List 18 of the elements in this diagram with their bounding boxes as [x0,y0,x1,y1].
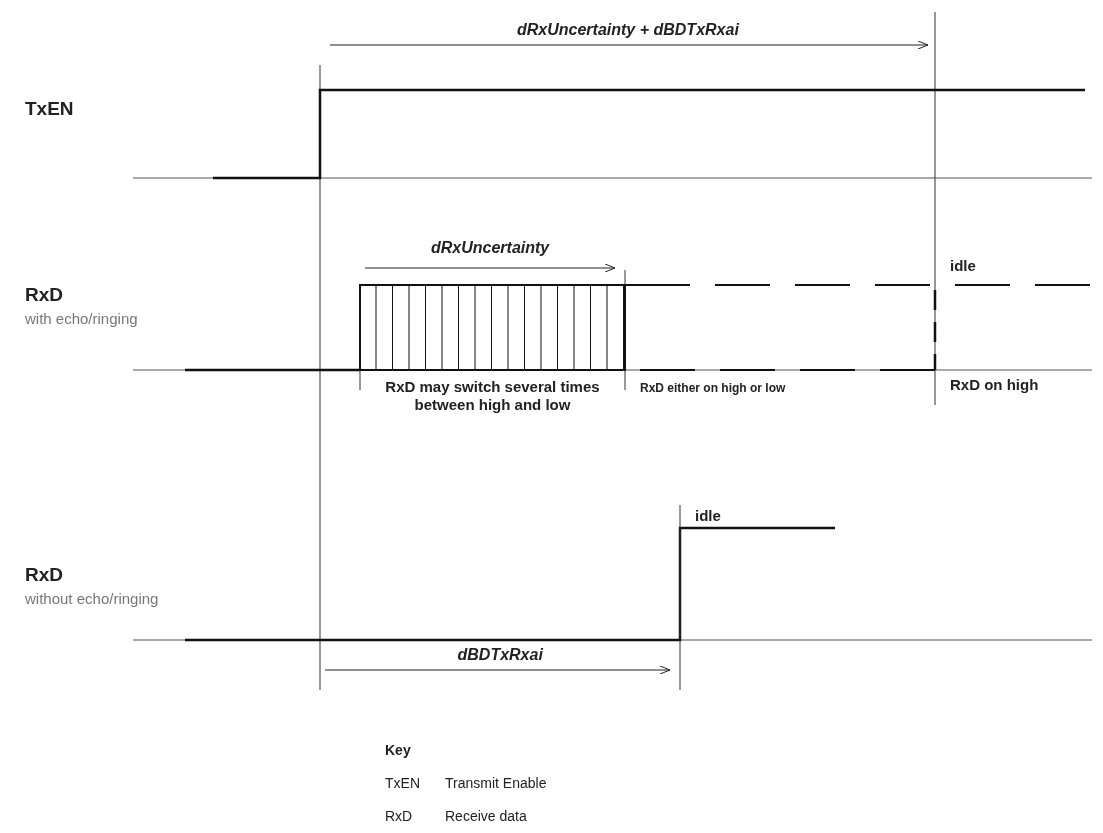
annotation-text: RxD may switch several times between high and low [384,378,601,414]
signal-description: with echo/ringing [25,310,138,328]
key-heading: Key [385,742,411,759]
key-term: RxD [385,808,413,825]
key-term: TxEN [385,775,420,792]
dimension-label: dRxUncertainty + dBDTxRxai [517,20,739,40]
signal-name: RxD [25,284,63,307]
dimension-label: dRxUncertainty [431,238,550,258]
signal-name: TxEN [25,98,74,121]
state-label: idle [950,257,976,275]
key-definition: Transmit Enable [445,775,547,792]
signal-name: RxD [25,564,63,587]
annotation-text: RxD either on high or low [640,381,786,396]
state-label: idle [695,507,721,525]
key-definition: Receive data [445,808,527,825]
annotation-text: RxD on high [950,376,1039,394]
signal-description: without echo/ringing [25,590,159,608]
dimension-label: dBDTxRxai [457,645,543,665]
